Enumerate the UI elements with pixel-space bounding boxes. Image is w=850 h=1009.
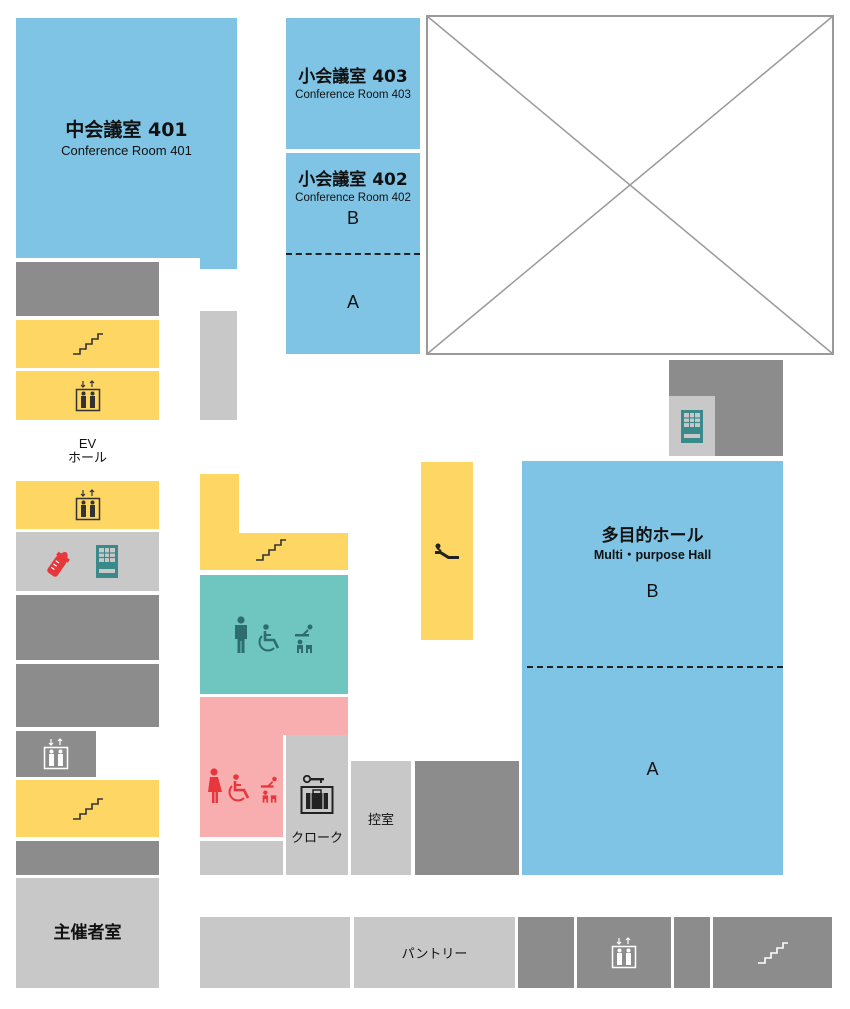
cloakroom-label: クローク — [290, 831, 343, 846]
service-room-4 — [16, 841, 159, 875]
elevator-icon — [75, 379, 101, 412]
elevator-area[interactable] — [16, 371, 159, 420]
room-401-en-label: Conference Room 401 — [61, 142, 192, 158]
cloakroom-icon — [300, 775, 334, 815]
stairs-icon — [255, 539, 287, 561]
organizer-room-label: 主催者室 — [53, 923, 122, 943]
hall-divider — [527, 666, 783, 668]
wheelchair-icon — [257, 623, 285, 654]
escalator-area[interactable] — [421, 462, 473, 640]
waiting-room[interactable]: 控室 — [351, 761, 411, 875]
conference-room-402[interactable]: 小会議室 402 Conference Room 402 B A — [286, 153, 420, 354]
stairs-icon — [757, 941, 789, 964]
service-room-8 — [674, 917, 710, 988]
stairs-icon — [72, 333, 104, 355]
vending-machine-icon — [96, 545, 118, 578]
male-icon — [233, 615, 249, 654]
room-401-jp-label: 中会議室 401 — [65, 118, 188, 141]
stairs-area[interactable] — [16, 320, 159, 368]
room-403-jp-label: 小会議室 403 — [298, 66, 408, 87]
service-room-3 — [16, 664, 159, 727]
service-room-7 — [518, 917, 574, 988]
female-icon — [205, 768, 223, 804]
mens-restroom[interactable] — [200, 575, 348, 694]
room-403-en-label: Conference Room 403 — [295, 88, 411, 101]
room-402-en-label: Conference Room 402 — [295, 192, 411, 204]
hall-jp-label: 多目的ホール — [601, 526, 704, 546]
service-room-2 — [16, 595, 159, 660]
nursing-vending-area[interactable] — [16, 532, 159, 591]
vending-machine-icon — [681, 409, 703, 443]
womens-restroom-lower[interactable] — [200, 735, 283, 837]
ev-hall-line1: EV — [78, 436, 97, 451]
conference-room-401[interactable]: 中会議室 401 Conference Room 401 — [16, 18, 237, 258]
baby-changing-icon — [259, 774, 279, 804]
room-401-notch — [200, 240, 237, 269]
hall-section-a: A — [646, 759, 659, 779]
ev-hall-line2: ホール — [67, 451, 107, 466]
pantry-label: パントリー — [401, 947, 468, 962]
baby-changing-icon — [293, 622, 315, 654]
storage-room-2 — [200, 841, 283, 875]
cloakroom[interactable]: クローク — [286, 735, 348, 875]
elevator-icon — [611, 936, 637, 969]
pantry[interactable]: パントリー — [354, 917, 515, 988]
waiting-room-label: 控室 — [367, 812, 394, 828]
void-area — [426, 15, 834, 355]
service-room — [16, 262, 159, 316]
hall-en-label: Multi・purpose Hall — [593, 548, 712, 562]
service-stairs[interactable] — [713, 917, 832, 988]
stairs-area-3-base[interactable] — [200, 533, 348, 570]
elevator-area-2[interactable] — [16, 481, 159, 529]
service-elevator-2[interactable] — [577, 917, 671, 988]
room-402-section-b: B — [346, 208, 359, 228]
room-402-jp-label: 小会議室 402 — [298, 170, 408, 190]
conference-room-403[interactable]: 小会議室 403 Conference Room 403 — [286, 18, 420, 149]
stairs-icon — [72, 797, 104, 820]
multi-purpose-hall[interactable]: 多目的ホール Multi・purpose Hall B A — [522, 461, 783, 875]
elevator-icon — [75, 489, 101, 521]
room-402-divider — [286, 253, 420, 255]
wheelchair-icon — [227, 774, 255, 804]
storage-room-3 — [200, 917, 350, 988]
elevator-icon — [43, 738, 69, 770]
service-room-5 — [415, 761, 519, 875]
baby-bottle-icon — [44, 547, 74, 579]
room-402-section-a: A — [346, 292, 359, 312]
organizer-room[interactable]: 主催者室 — [16, 878, 159, 988]
stairs-area-2[interactable] — [16, 780, 159, 837]
vending-area[interactable] — [669, 396, 715, 456]
service-elevator[interactable] — [16, 731, 96, 777]
ev-hall-label: EV ホール — [16, 436, 159, 466]
womens-restroom[interactable] — [200, 697, 348, 735]
escalator-icon — [434, 543, 460, 559]
storage-room — [200, 311, 237, 420]
hall-section-b: B — [646, 581, 659, 601]
